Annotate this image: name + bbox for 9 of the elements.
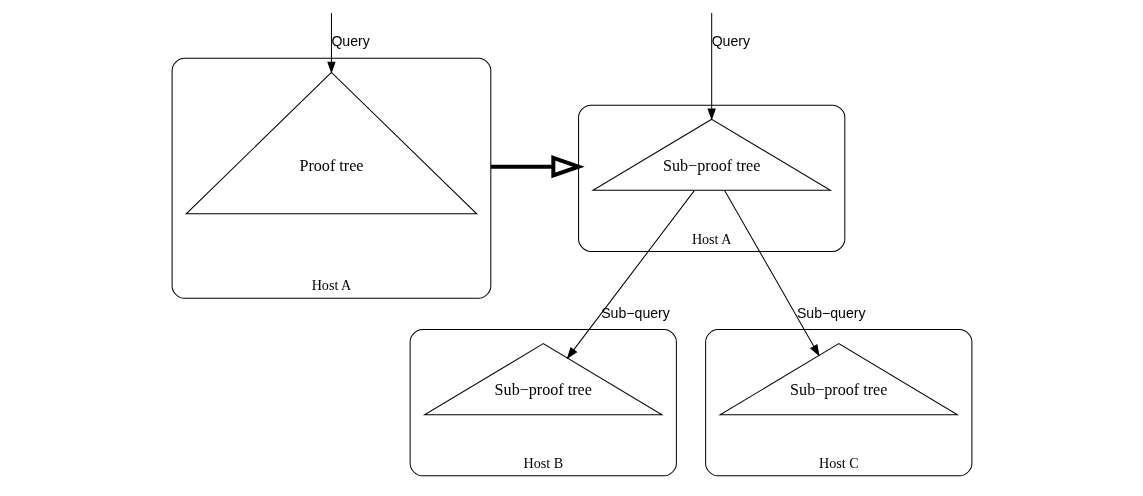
edge-label: Query: [711, 33, 750, 50]
arrow: [326, 12, 336, 74]
arrow: [723, 190, 820, 357]
edge-label: Sub−query: [600, 304, 670, 321]
arrow: [490, 155, 585, 179]
edge-label: Query: [330, 33, 370, 50]
edge-label: Sub−query: [796, 304, 866, 321]
arrow: [566, 190, 695, 360]
arrow: [706, 12, 716, 121]
